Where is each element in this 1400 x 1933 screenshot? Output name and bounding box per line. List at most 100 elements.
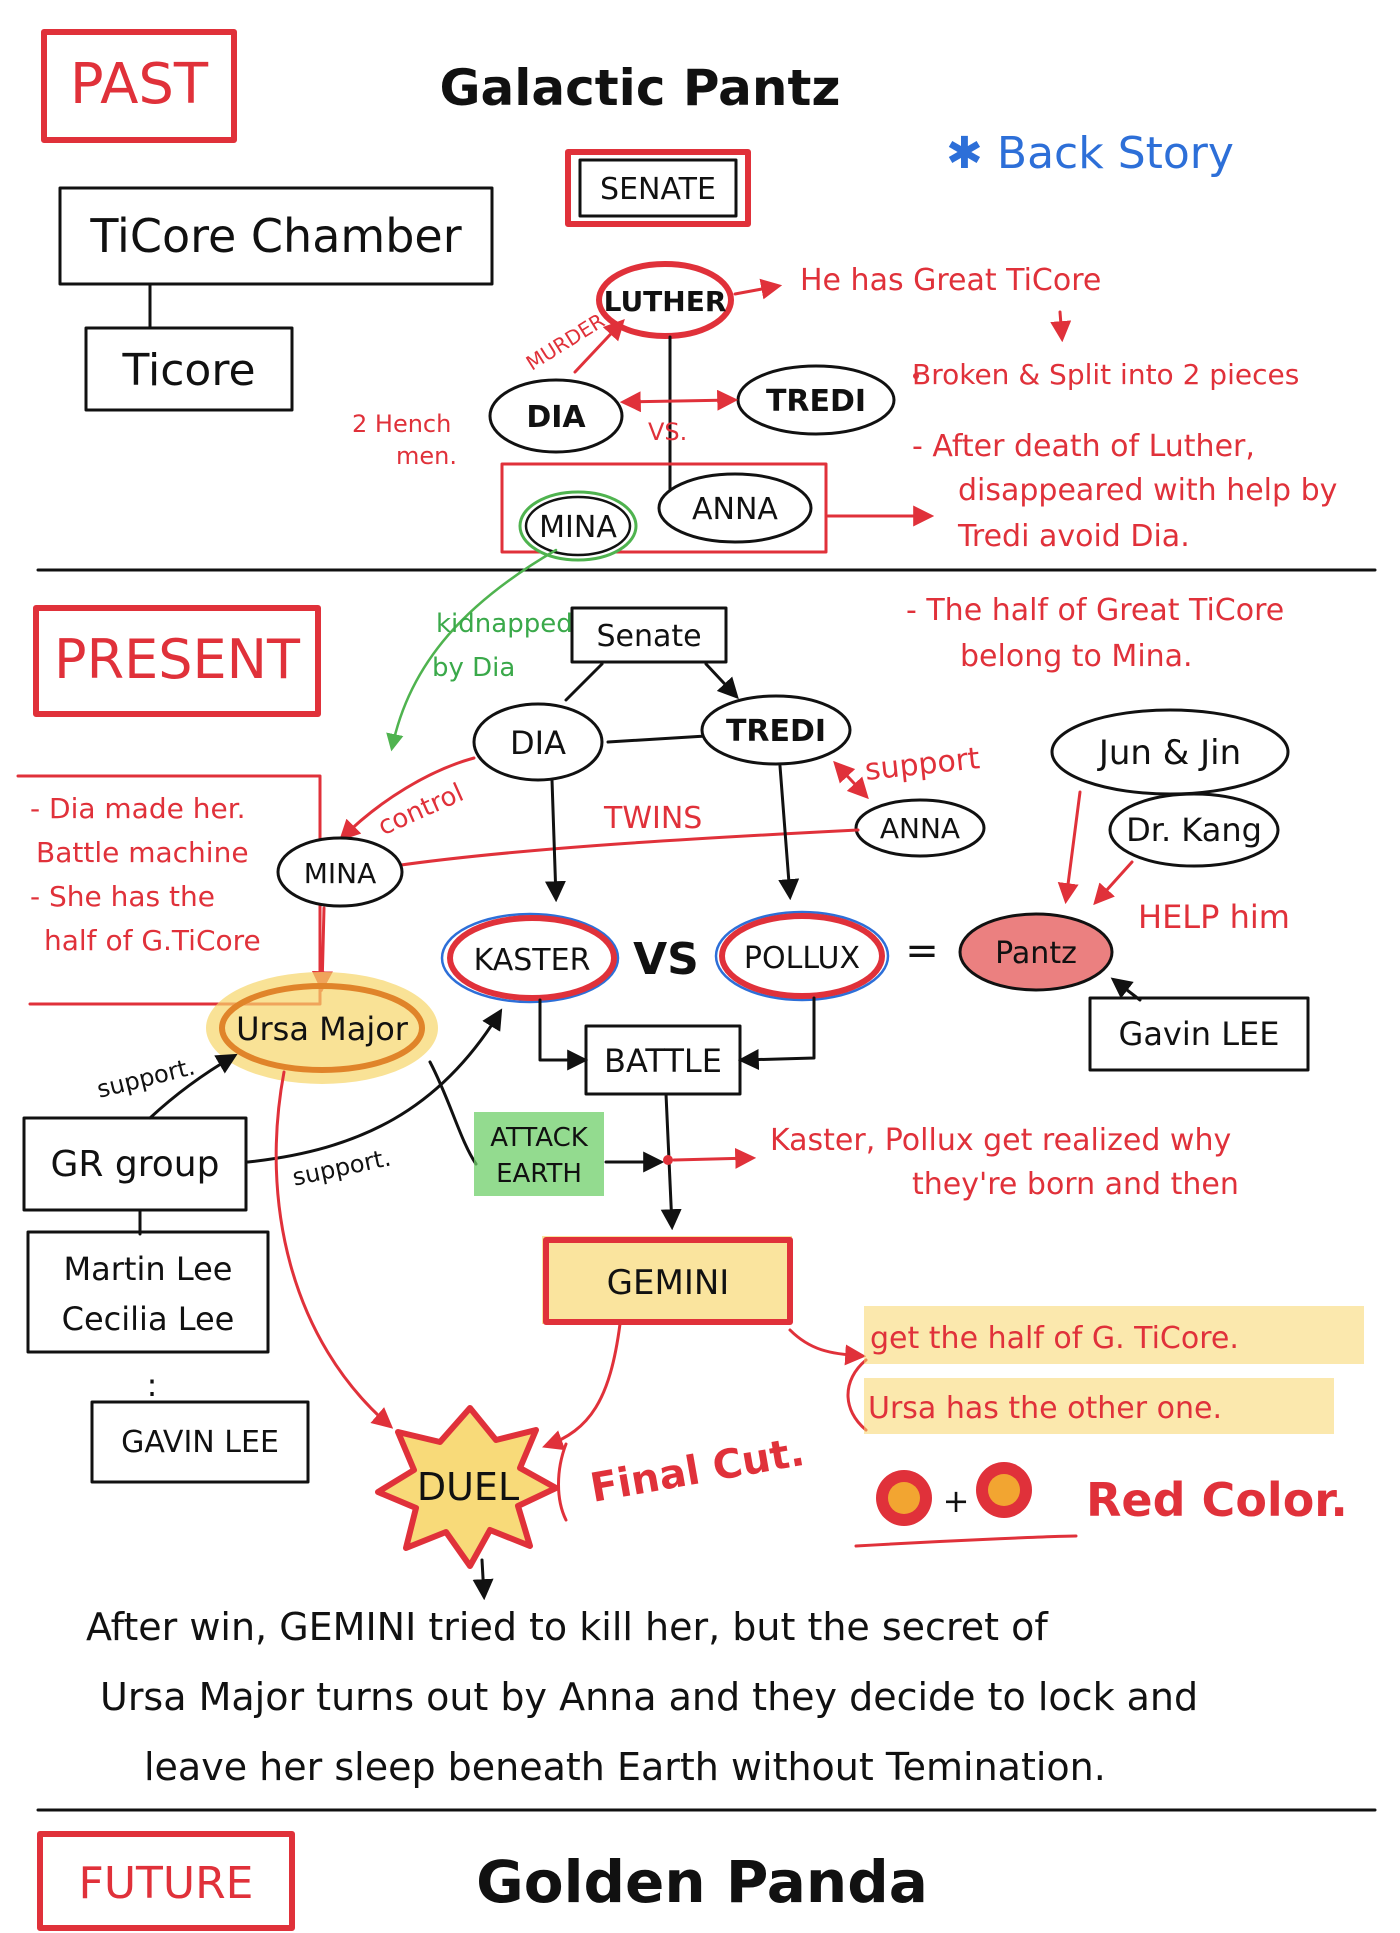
after-death-note-1: - After death of Luther, bbox=[912, 429, 1255, 464]
past-senate-box: SENATE bbox=[565, 149, 751, 227]
after-death-note-2: disappeared with help by bbox=[958, 473, 1337, 508]
story-line-1: After win, GEMINI tried to kill her, but… bbox=[86, 1605, 1049, 1649]
earth-text: EARTH bbox=[496, 1159, 582, 1189]
past-mina-text: MINA bbox=[539, 510, 617, 545]
pantz-node: Pantz bbox=[958, 912, 1114, 992]
past-label: PAST bbox=[41, 29, 237, 143]
gemini-note-line-2: Ursa has the other one. bbox=[868, 1391, 1222, 1426]
dia-made-her-line-4: half of G.TiCore bbox=[44, 924, 261, 957]
ursa-to-duel-arrow bbox=[274, 1070, 394, 1429]
kaster-to-battle-line bbox=[538, 998, 589, 1071]
present-dia-text: DIA bbox=[510, 724, 566, 762]
jun-jin-to-pantz-arrow bbox=[1057, 790, 1082, 905]
jun-jin-text: Jun & Jin bbox=[1097, 733, 1241, 773]
gemini-text: GEMINI bbox=[607, 1263, 730, 1303]
after-death-note-3: Tredi avoid Dia. bbox=[957, 519, 1190, 554]
gr-group-text: GR group bbox=[51, 1144, 220, 1185]
story-line-3: leave her sleep beneath Earth without Te… bbox=[144, 1745, 1106, 1789]
present-anna-node: ANNA bbox=[854, 798, 986, 858]
dia-made-her-line-2: Battle machine bbox=[36, 836, 249, 869]
senate-to-tredi-arrow bbox=[704, 662, 739, 700]
dia-to-kaster-arrow bbox=[544, 778, 566, 903]
past-senate-text: SENATE bbox=[600, 172, 716, 207]
members-ellipsis: : bbox=[147, 1366, 158, 1404]
red-color-underline bbox=[854, 1534, 1078, 1548]
past-label-text: PAST bbox=[70, 52, 209, 117]
pollux-node: POLLUX bbox=[714, 910, 890, 1002]
kidnapped-label-1: kidnapped bbox=[436, 609, 573, 639]
luther-text: LUTHER bbox=[604, 285, 727, 318]
half-ticore-note-1: - The half of Great TiCore bbox=[906, 593, 1284, 628]
red-orb-plus: + bbox=[943, 1482, 970, 1520]
past-dia-text: DIA bbox=[526, 400, 586, 435]
dia-made-her-line-3: - She has the bbox=[30, 880, 215, 913]
duel-down-arrow bbox=[472, 1558, 494, 1601]
kaster-vs-pollux: VS bbox=[633, 934, 699, 985]
gr-members-box: Martin Lee Cecilia Lee bbox=[26, 1230, 270, 1354]
murder-arrow bbox=[573, 318, 625, 374]
gemini-note-bracket bbox=[846, 1358, 868, 1432]
present-anna-text: ANNA bbox=[880, 812, 960, 845]
kaster-text: KASTER bbox=[474, 943, 591, 978]
past-dia-node: DIA bbox=[488, 378, 624, 454]
twins-line bbox=[392, 828, 860, 868]
mina-anna-group: MINA ANNA bbox=[500, 462, 828, 562]
great-ticore-down-arrow bbox=[1050, 310, 1072, 343]
past-vs-label: VS. bbox=[648, 418, 687, 446]
gr-to-kaster-support-arrow bbox=[246, 1008, 503, 1164]
ursa-major-text: Ursa Major bbox=[236, 1010, 409, 1048]
ticore-chamber-box: TiCore Chamber bbox=[58, 186, 494, 286]
senate-to-dia-line bbox=[564, 662, 604, 702]
duel-text: DUEL bbox=[417, 1465, 519, 1509]
gavin-lee-right-box: Gavin LEE bbox=[1088, 996, 1310, 1072]
past-tredi-node: TREDI bbox=[736, 364, 896, 436]
final-cut-bracket bbox=[557, 1442, 568, 1522]
battle-text: BATTLE bbox=[604, 1042, 722, 1080]
dia-made-her-line-1: - Dia made her. bbox=[30, 792, 246, 825]
gemini-to-duel-arrow bbox=[542, 1322, 622, 1451]
martin-lee-text: Martin Lee bbox=[64, 1250, 233, 1288]
dia-tredi-line bbox=[606, 734, 708, 744]
story-line-2: Ursa Major turns out by Anna and they de… bbox=[100, 1675, 1198, 1719]
realized-note-2: they're born and then bbox=[912, 1167, 1239, 1202]
gr-to-ursa-support-arrow bbox=[148, 1053, 238, 1120]
present-senate-box: Senate bbox=[570, 606, 728, 664]
present-mina-node: MINA bbox=[276, 836, 404, 908]
control-label: control bbox=[374, 778, 469, 842]
attack-earth-label: ATTACK EARTH bbox=[474, 1112, 604, 1196]
kidnapped-label-2: by Dia bbox=[432, 653, 515, 683]
support-kaster-label: support. bbox=[290, 1143, 393, 1191]
back-story-label: ✱ Back Story bbox=[946, 128, 1234, 179]
dia-vs-tredi-arrow bbox=[619, 389, 739, 413]
ursa-major-node: Ursa Major bbox=[206, 972, 438, 1084]
present-dia-node: DIA bbox=[472, 702, 604, 782]
present-label-text: PRESENT bbox=[54, 628, 301, 691]
final-cut-label: Final Cut. bbox=[587, 1429, 808, 1512]
red-color-label: Red Color. bbox=[1086, 1473, 1348, 1527]
realized-note-1: Kaster, Pollux get realized why bbox=[770, 1123, 1231, 1158]
gemini-box: GEMINI bbox=[542, 1236, 793, 1325]
pollux-text: POLLUX bbox=[744, 941, 860, 976]
luther-note-arrow bbox=[733, 278, 783, 300]
gemini-note-arrow bbox=[788, 1328, 867, 1366]
gavin-lee-left-box: GAVIN LEE bbox=[90, 1400, 310, 1484]
dr-kang-to-pantz-arrow bbox=[1093, 860, 1134, 906]
half-ticore-note-2: belong to Mina. bbox=[960, 639, 1193, 674]
cecilia-lee-text: Cecilia Lee bbox=[62, 1300, 235, 1338]
present-label: PRESENT bbox=[33, 605, 321, 717]
kaster-node: KASTER bbox=[440, 912, 620, 1004]
future-title: Golden Panda bbox=[476, 1848, 928, 1916]
present-senate-text: Senate bbox=[596, 619, 701, 654]
gavin-lee-left-text: GAVIN LEE bbox=[121, 1425, 279, 1460]
kidnapped-arrow bbox=[386, 548, 558, 752]
support-anna-label: support bbox=[863, 741, 981, 788]
present-tredi-node: TREDI bbox=[700, 694, 852, 766]
tredi-to-pollux-arrow bbox=[778, 764, 800, 901]
pantz-text: Pantz bbox=[995, 936, 1077, 971]
jun-jin-node: Jun & Jin bbox=[1050, 708, 1290, 796]
attack-text: ATTACK bbox=[490, 1123, 589, 1153]
control-arrow bbox=[339, 756, 476, 841]
henchmen-label-2: men. bbox=[396, 442, 457, 470]
murder-label: MURDER bbox=[522, 308, 609, 375]
